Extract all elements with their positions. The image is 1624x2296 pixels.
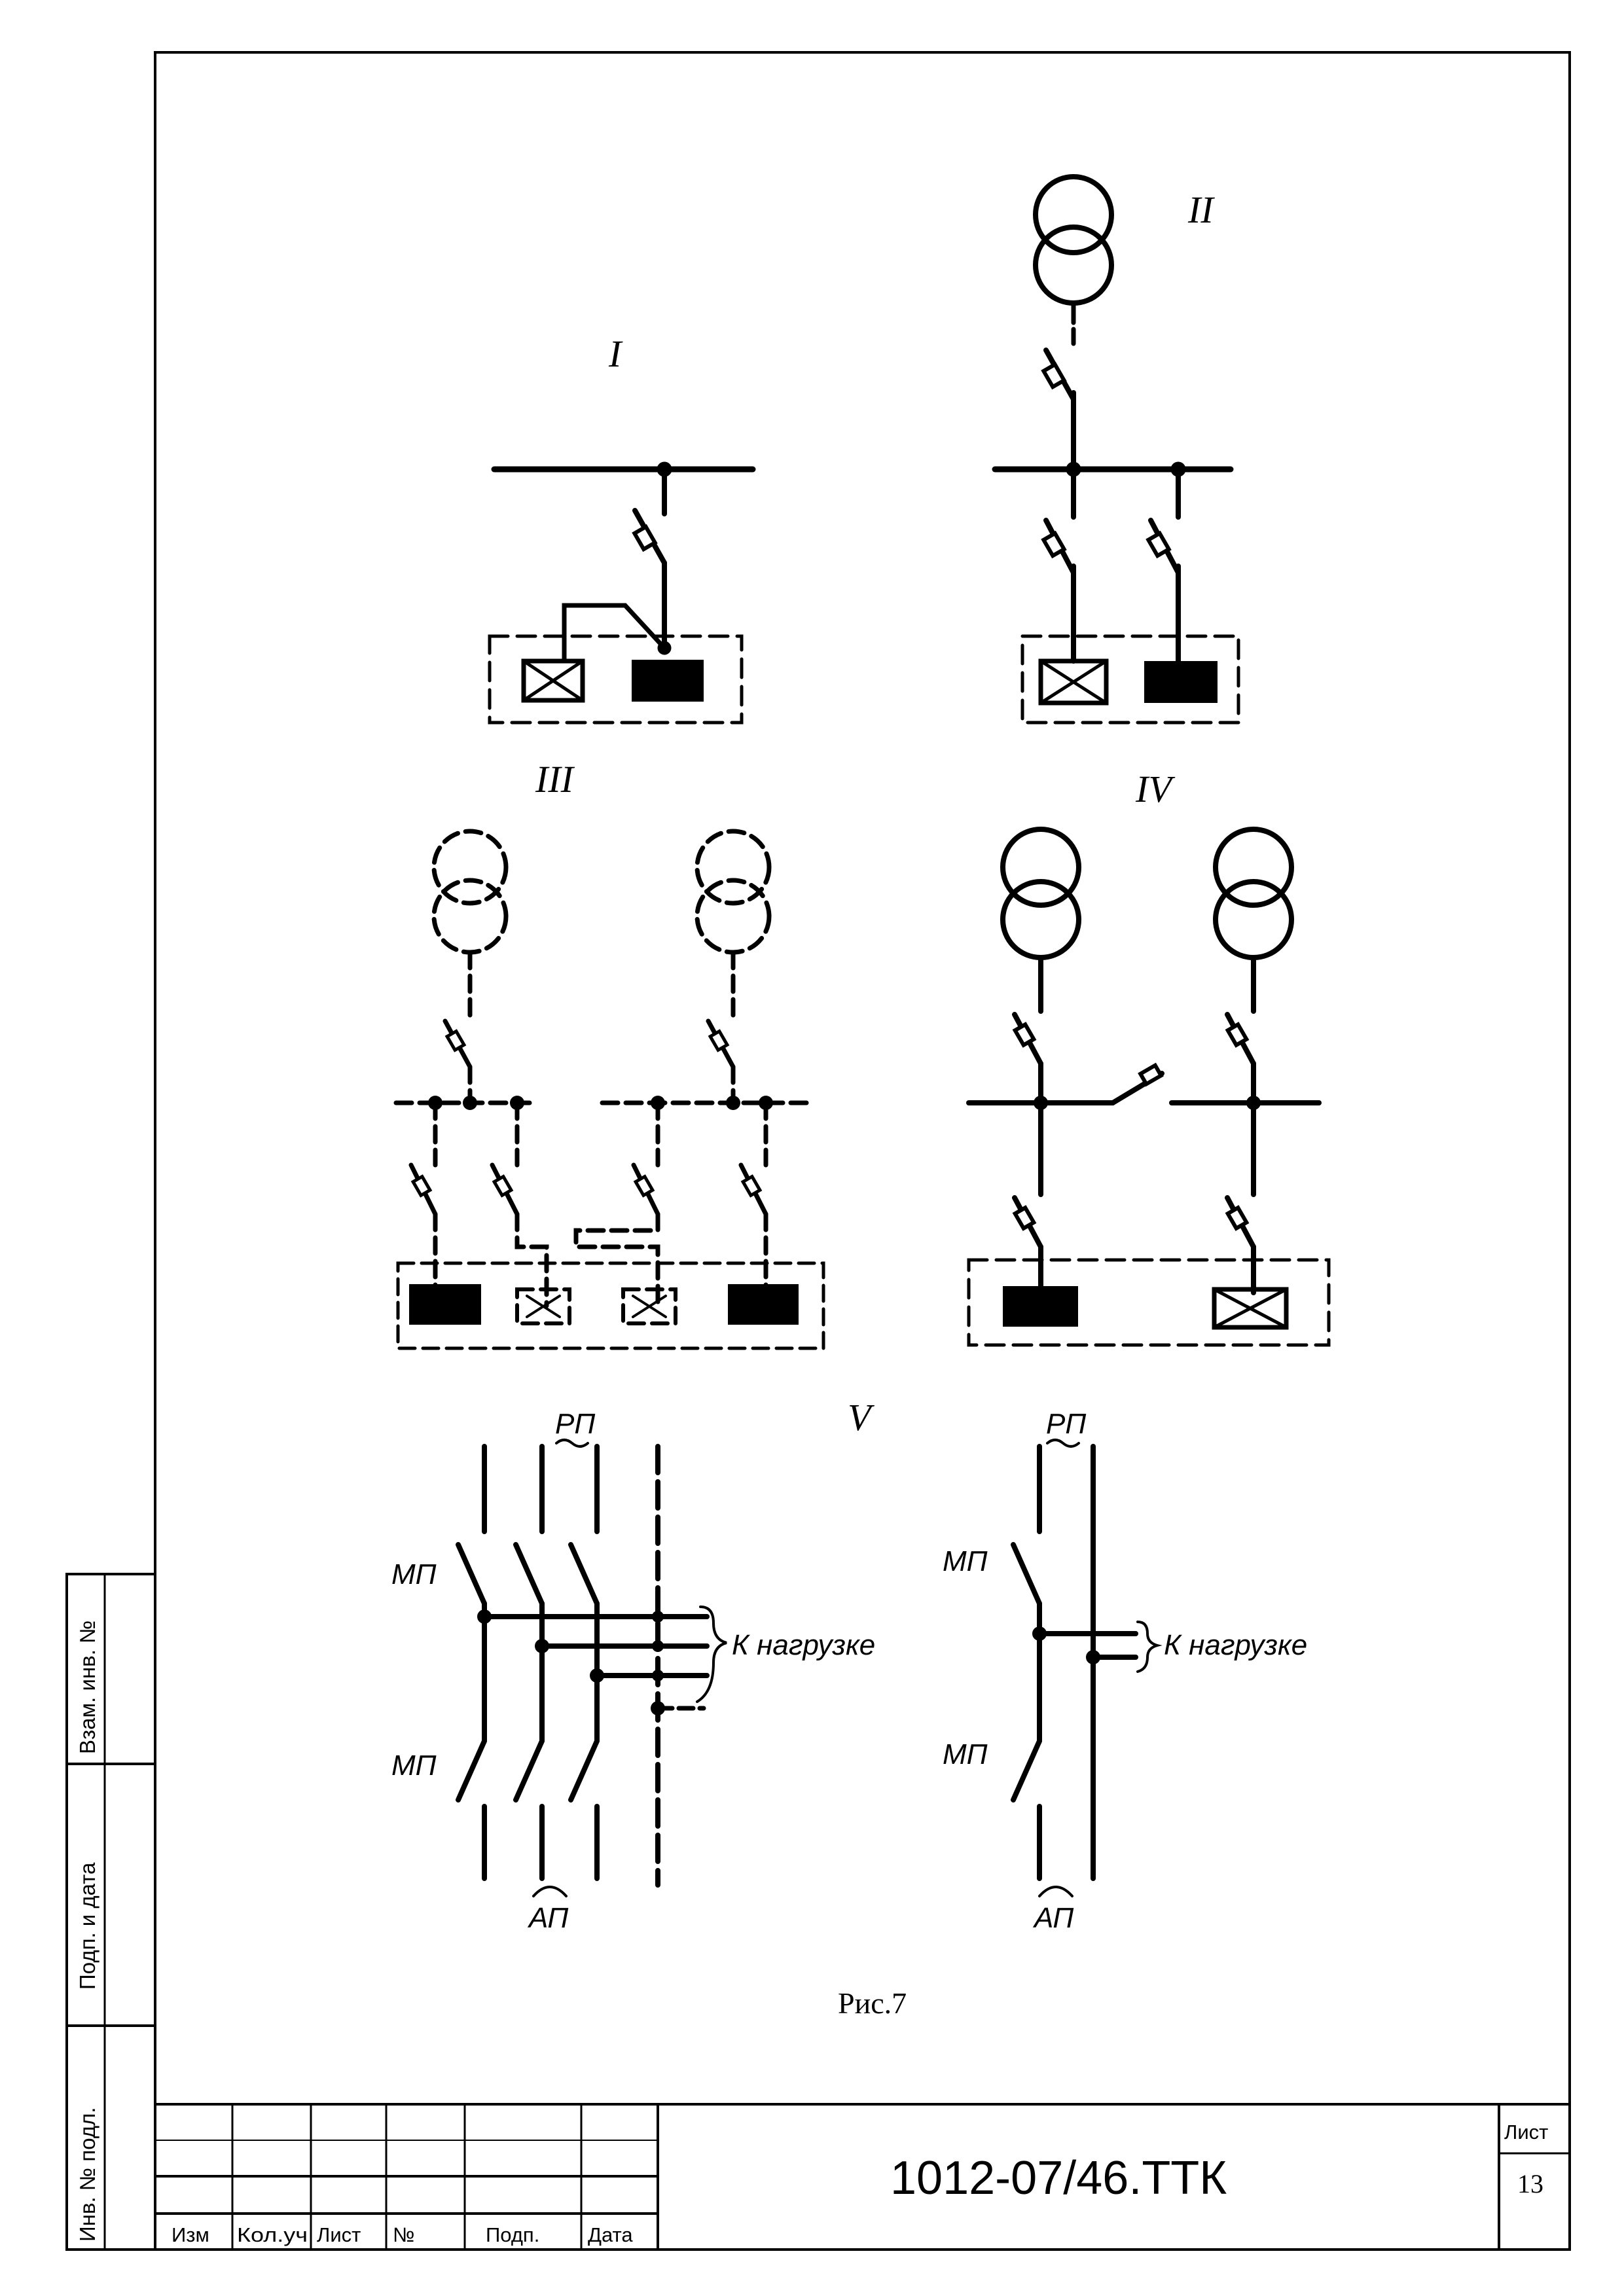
mp-label: МП	[391, 1558, 437, 1590]
load-box-filled	[1144, 661, 1218, 703]
scheme-5: V РП	[391, 1396, 1307, 1934]
scheme-4: IV	[966, 768, 1331, 1347]
load-box-crossed	[1038, 658, 1109, 706]
scheme-2: II	[992, 174, 1240, 725]
document-number: 1012-07/46.ТТК	[890, 2152, 1227, 2204]
transformer-icon	[1033, 174, 1114, 306]
scheme-1: I	[488, 332, 756, 725]
load-box-crossed	[521, 658, 585, 703]
load-box-filled	[728, 1284, 799, 1325]
side-stamp: Взам. инв. № Подп. и дата Инв. № подл.	[65, 1573, 156, 2251]
header-sign: Подп.	[486, 2223, 539, 2246]
header-list: Лист	[317, 2223, 361, 2246]
scheme-3: III	[393, 758, 825, 1350]
scheme-2-label: II	[1187, 188, 1215, 231]
load-box-filled	[632, 660, 704, 702]
to-load-label: К нагрузке	[732, 1629, 875, 1661]
load-box-crossed	[1212, 1287, 1289, 1330]
sign-date-label: Подп. и дата	[75, 1862, 99, 1990]
mp-label: МП	[943, 1738, 988, 1770]
sheet-label: Лист	[1504, 2121, 1548, 2144]
inv-zam-label: Взам. инв. №	[75, 1621, 99, 1754]
figure-caption: Рис.7	[838, 1986, 907, 2020]
load-box-filled	[1003, 1286, 1078, 1327]
ap-label: АП	[527, 1902, 568, 1934]
inv-orig-label: Инв. № подл.	[75, 2107, 99, 2242]
scheme-1-label: I	[608, 332, 623, 375]
scheme-3-label: III	[535, 758, 575, 800]
sheet-frame	[154, 51, 1571, 2251]
rp-label: РП	[1046, 1408, 1086, 1440]
ap-label: АП	[1032, 1902, 1074, 1934]
sheet-number: 13	[1517, 2169, 1543, 2198]
title-block: Изм Кол.уч Лист № Подп. Дата 1012-07/46.…	[155, 2103, 1570, 2250]
scheme-4-label: IV	[1135, 768, 1176, 810]
rp-label: РП	[555, 1408, 595, 1440]
scheme-5-label: V	[848, 1396, 875, 1439]
header-number: №	[393, 2223, 414, 2246]
header-date: Дата	[588, 2223, 633, 2246]
to-load-label: К нагрузке	[1164, 1629, 1307, 1661]
mp-label: МП	[943, 1545, 988, 1577]
mp-label: МП	[391, 1749, 437, 1782]
header-izm: Изм	[171, 2223, 209, 2246]
load-box-filled	[409, 1284, 481, 1325]
header-kol-uch: Кол.уч	[237, 2223, 308, 2246]
